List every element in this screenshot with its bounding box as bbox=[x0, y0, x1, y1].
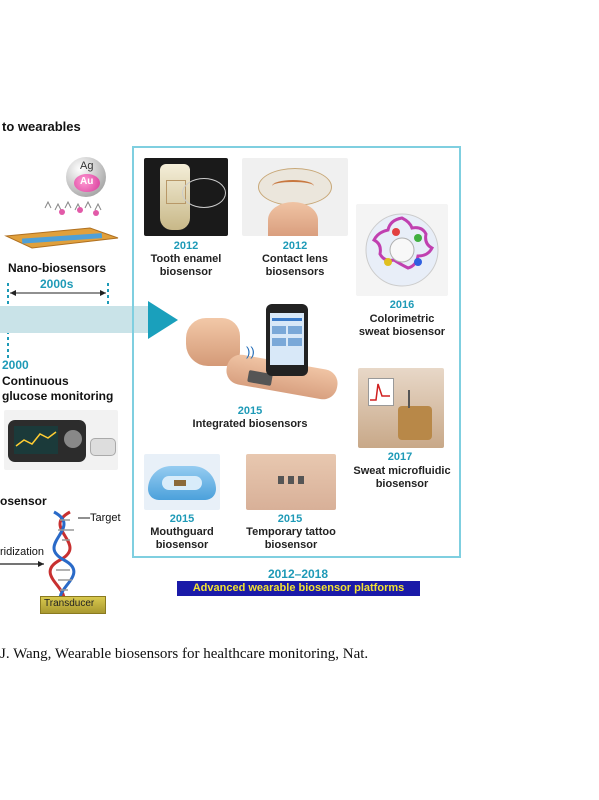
tooth-enamel-label2: biosensor bbox=[159, 266, 213, 278]
probe-molecules bbox=[44, 200, 102, 211]
transducer-label: Transducer bbox=[44, 598, 95, 609]
target-label: Target bbox=[90, 512, 121, 524]
au-core bbox=[74, 174, 100, 192]
dna-diagram bbox=[0, 510, 90, 608]
nano-electrode-diagram bbox=[4, 200, 119, 249]
mouthguard-label2: biosensor bbox=[155, 539, 209, 551]
dna-biosensor-label: osensor bbox=[0, 494, 47, 508]
nano-biosensors-label: Nano-biosensors bbox=[8, 261, 107, 275]
tattoo-label2: biosensor bbox=[264, 539, 318, 551]
platforms-banner: Advanced wearable biosensor platforms bbox=[177, 581, 420, 596]
cgm-button bbox=[64, 430, 82, 448]
platforms-range: 2012–2018 bbox=[267, 567, 329, 581]
contact-lens-label1: Contact lens bbox=[261, 253, 328, 265]
tattoo-year: 2015 bbox=[277, 513, 303, 525]
mouthguard-image bbox=[144, 454, 220, 510]
ag-label: Ag bbox=[80, 160, 94, 172]
tooth-enamel-label1: Tooth enamel bbox=[150, 253, 222, 265]
timeline-arrow bbox=[0, 301, 178, 339]
era-label: 2000s bbox=[40, 277, 74, 291]
section-title: to wearables bbox=[2, 119, 81, 134]
microfluidic-year: 2017 bbox=[387, 451, 413, 463]
mouthguard-year: 2015 bbox=[169, 513, 195, 525]
temporary-tattoo-image bbox=[246, 454, 336, 510]
wearable-platforms-frame bbox=[132, 146, 461, 558]
microfluidic-label2: biosensor bbox=[375, 478, 429, 490]
colorimetric-label2: sweat biosensor bbox=[358, 326, 446, 338]
wifi-glyph: )) bbox=[246, 344, 255, 359]
cgm-sensor bbox=[90, 438, 116, 456]
au-label: Au bbox=[80, 176, 94, 187]
cgm-label-line2: glucose monitoring bbox=[2, 389, 114, 403]
contact-lens-year: 2012 bbox=[282, 240, 308, 252]
tattoo-label1: Temporary tattoo bbox=[246, 526, 336, 538]
citation-text: J. Wang, Wearable biosensors for healthc… bbox=[0, 646, 369, 662]
cgm-device-image bbox=[4, 410, 118, 470]
mouthguard-label1: Mouthguard bbox=[150, 526, 214, 538]
integrated-biosensors-image: )) bbox=[182, 300, 338, 400]
smartphone bbox=[266, 304, 308, 376]
bound-targets bbox=[59, 207, 99, 216]
microfluidic-label1: Sweat microfluidic bbox=[353, 465, 451, 477]
integrated-year: 2015 bbox=[237, 405, 263, 417]
contact-lens-image bbox=[242, 158, 348, 236]
cgm-label-line1: Continuous bbox=[2, 374, 69, 388]
tooth-enamel-year: 2012 bbox=[173, 240, 199, 252]
electrode-channel bbox=[21, 233, 103, 244]
sweat-microfluidic-image bbox=[358, 368, 444, 448]
colorimetric-year: 2016 bbox=[389, 299, 415, 311]
transducer-block bbox=[40, 596, 106, 614]
integrated-label: Integrated biosensors bbox=[192, 418, 308, 430]
hybridization-label: ridization bbox=[0, 546, 45, 558]
contact-lens-label2: biosensors bbox=[265, 266, 325, 278]
colorimetric-label1: Colorimetric bbox=[369, 313, 435, 325]
tooth-enamel-image bbox=[144, 158, 228, 236]
cgm-screen bbox=[14, 426, 58, 454]
cgm-year: 2000 bbox=[2, 358, 29, 372]
colorimetric-sweat-image bbox=[356, 204, 448, 296]
